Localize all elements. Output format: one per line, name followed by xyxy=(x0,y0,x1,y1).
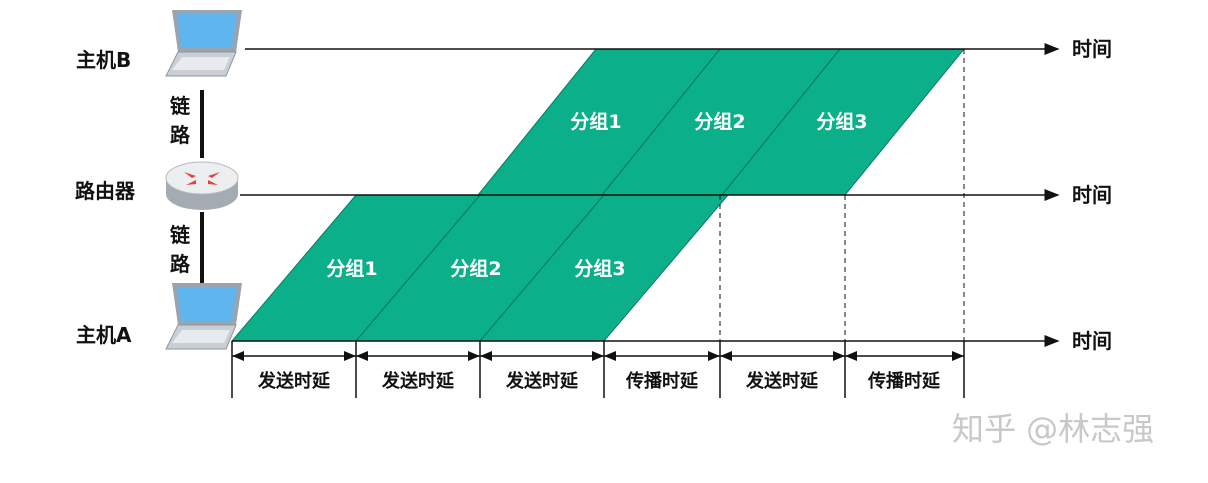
laptop-icon-host-a xyxy=(165,283,242,350)
packet-label-1-lower: 分组1 xyxy=(326,257,377,280)
link-label-lower-2: 路 xyxy=(170,252,191,276)
packet-label-2-lower: 分组2 xyxy=(450,257,501,280)
node-label-host-a: 主机A xyxy=(76,323,132,347)
segment-brackets xyxy=(231,341,965,398)
segment-label-1: 发送时延 xyxy=(257,370,331,392)
segment-label-5: 发送时延 xyxy=(745,370,819,392)
packet-label-1-upper: 分组1 xyxy=(570,110,621,133)
time-label-host-a: 时间 xyxy=(1072,329,1112,353)
link-label-lower-1: 链 xyxy=(170,223,191,247)
link-label-upper-1: 链 xyxy=(170,94,191,118)
segment-label-4: 传播时延 xyxy=(625,370,699,392)
node-label-host-b: 主机B xyxy=(76,48,131,72)
router-icon xyxy=(165,161,239,210)
segment-label-3: 发送时延 xyxy=(505,370,579,392)
packet-label-3-upper: 分组3 xyxy=(816,110,867,133)
laptop-icon-host-b xyxy=(165,10,242,77)
link-label-upper-2: 路 xyxy=(170,123,191,147)
watermark: 知乎 @林志强 xyxy=(952,410,1154,448)
segment-label-2: 发送时延 xyxy=(381,370,455,392)
packet-label-2-upper: 分组2 xyxy=(694,110,745,133)
node-label-router: 路由器 xyxy=(75,179,136,203)
time-label-host-b: 时间 xyxy=(1072,37,1112,61)
time-label-router: 时间 xyxy=(1072,183,1112,207)
packet-label-3-lower: 分组3 xyxy=(574,257,625,280)
segment-label-6: 传播时延 xyxy=(867,370,941,392)
